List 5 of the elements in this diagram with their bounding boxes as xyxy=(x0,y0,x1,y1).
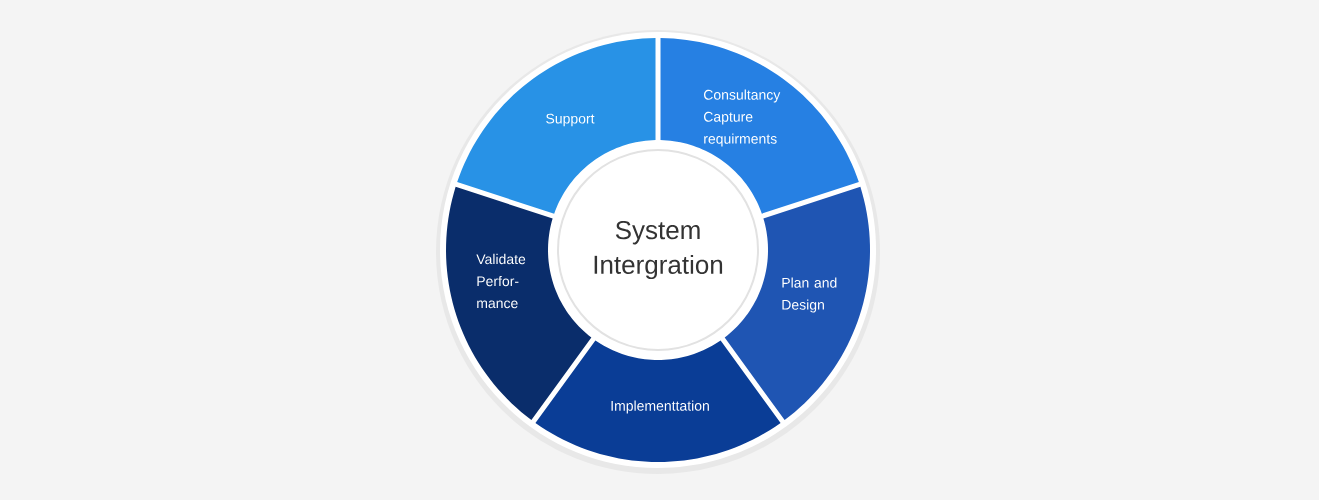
ring-segment: Consultancy Capture requirments xyxy=(660,38,859,214)
ring-segment: Support xyxy=(457,38,656,214)
ring-segment: Plan and Design xyxy=(724,186,870,421)
ring-segment: Implementtation xyxy=(535,340,781,462)
ring-segment: Validate Perfor- mance xyxy=(446,186,592,421)
